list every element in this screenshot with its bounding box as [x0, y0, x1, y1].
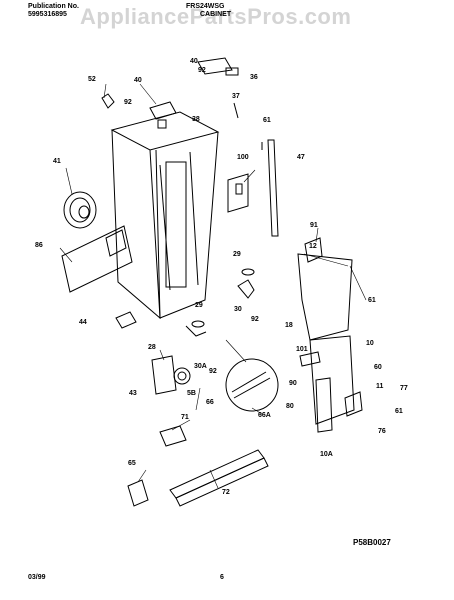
callout-10A: 10A — [320, 451, 333, 458]
footer-date: 03/99 — [28, 574, 46, 581]
side-panel-10 — [297, 253, 353, 341]
callout-28: 28 — [148, 344, 156, 351]
callout-65: 65 — [128, 460, 136, 467]
lower-panel-60 — [309, 335, 355, 425]
callout-52: 52 — [88, 76, 96, 83]
bracket-43 — [151, 355, 177, 395]
callout-11: 11 — [376, 383, 384, 390]
callout-101: 101 — [296, 346, 308, 353]
callout-76: 76 — [378, 428, 386, 435]
callout-91: 91 — [310, 222, 318, 229]
callout-92-low: 92 — [209, 368, 217, 375]
callout-86: 86 — [35, 242, 43, 249]
callout-60: 60 — [374, 364, 382, 371]
callout-80: 80 — [286, 403, 294, 410]
callout-18: 18 — [285, 322, 293, 329]
cap-65 — [127, 479, 149, 507]
callout-77: 77 — [400, 385, 408, 392]
hinge-cover-40b — [149, 101, 177, 120]
callout-30: 30 — [234, 306, 242, 313]
callout-100: 100 — [237, 154, 249, 161]
callout-47: 47 — [297, 154, 305, 161]
cabinet-front — [149, 131, 219, 319]
callout-41: 41 — [53, 158, 61, 165]
callout-37: 37 — [232, 93, 240, 100]
detail-circle-66 — [225, 358, 279, 412]
callout-5B: 5B — [187, 390, 196, 397]
callout-92: 92 — [124, 99, 132, 106]
callout-66: 66 — [206, 399, 214, 406]
footer-page-number: 6 — [220, 574, 224, 581]
callout-30A: 30A — [194, 363, 207, 370]
strip-47 — [267, 139, 279, 237]
hinge-52 — [101, 93, 115, 109]
cabinet-left-side — [111, 129, 161, 320]
callout-61-top: 61 — [263, 117, 271, 124]
callout-61-low: 61 — [395, 408, 403, 415]
callout-10: 10 — [366, 340, 374, 347]
roller-5B — [173, 367, 191, 385]
callout-92-top: 92 — [198, 67, 206, 74]
cabinet-top — [110, 111, 220, 151]
model-number: FRS24WSG — [186, 3, 225, 10]
diagram-code: P58B0027 — [353, 538, 391, 547]
watermark: AppliancePartsPros.com — [80, 4, 352, 29]
callout-92-mid: 92 — [251, 316, 259, 323]
round-part-41 — [63, 191, 97, 229]
publication-label: Publication No. — [28, 3, 79, 10]
bracket-100 — [227, 173, 249, 213]
callout-29-upper: 29 — [233, 251, 241, 258]
callout-40-top: 40 — [190, 58, 198, 65]
callout-43: 43 — [129, 390, 137, 397]
callout-29-lower: 29 — [195, 302, 203, 309]
clip-71 — [159, 425, 187, 447]
section-title: CABINET — [200, 11, 232, 18]
block-44 — [115, 311, 137, 329]
publication-number: 5995316895 — [28, 11, 67, 18]
callout-72: 72 — [222, 489, 230, 496]
callout-40: 40 — [134, 77, 142, 84]
callout-38: 38 — [192, 116, 200, 123]
callout-12: 12 — [309, 243, 317, 250]
callout-90: 90 — [289, 380, 297, 387]
hinge-cover-40 — [197, 57, 233, 75]
callout-44: 44 — [79, 319, 87, 326]
callout-66A: 66A — [258, 412, 271, 419]
callout-36: 36 — [250, 74, 258, 81]
panel-86 — [61, 225, 133, 293]
callout-61-right: 61 — [368, 297, 376, 304]
callout-71: 71 — [181, 414, 189, 421]
